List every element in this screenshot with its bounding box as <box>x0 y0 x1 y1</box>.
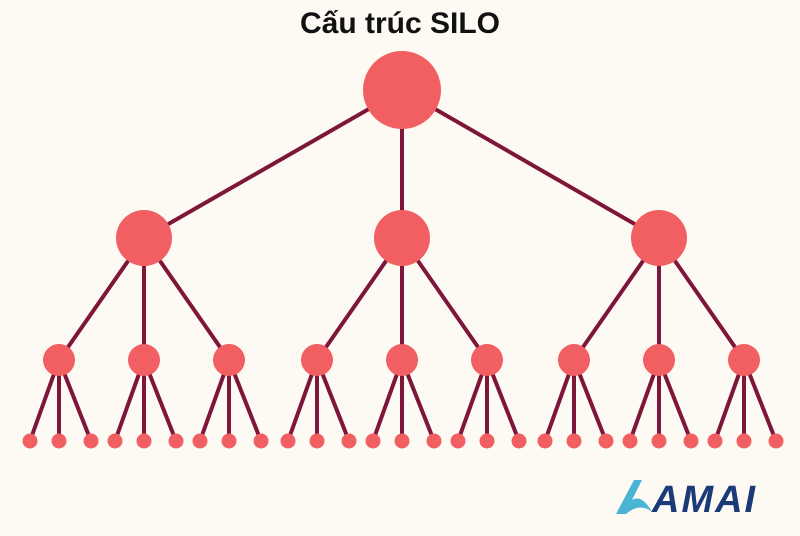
level-3-node <box>511 433 527 449</box>
logo-swoosh-icon <box>616 480 652 514</box>
level-3-node <box>426 433 442 449</box>
level-1-node <box>116 210 172 266</box>
level-2-node <box>643 344 675 376</box>
level-3-node <box>683 433 699 449</box>
level-3-node <box>192 433 208 449</box>
level-3-node <box>365 433 381 449</box>
level-3-node <box>136 433 152 449</box>
level-3-node <box>107 433 123 449</box>
level-3-node <box>566 433 582 449</box>
level-3-node <box>51 433 67 449</box>
level-2-node <box>386 344 418 376</box>
level-3-node <box>221 433 237 449</box>
level-2-node <box>213 344 245 376</box>
level-2-node <box>728 344 760 376</box>
root-node <box>363 51 441 129</box>
level-3-node <box>479 433 495 449</box>
level-3-node <box>309 433 325 449</box>
level-3-node <box>253 433 269 449</box>
level-3-node <box>768 433 784 449</box>
level-3-node <box>651 433 667 449</box>
amai-logo: AMAI <box>616 479 757 520</box>
level-2-node <box>471 344 503 376</box>
level-3-node <box>622 433 638 449</box>
level-3-node <box>83 433 99 449</box>
level-2-node <box>301 344 333 376</box>
level-3-node <box>280 433 296 449</box>
level-1-node <box>631 210 687 266</box>
level-3-node <box>394 433 410 449</box>
level-3-node <box>537 433 553 449</box>
level-3-node <box>450 433 466 449</box>
level-1-node <box>374 210 430 266</box>
level-3-node <box>168 433 184 449</box>
logo-text: AMAI <box>651 479 757 520</box>
level-2-node <box>43 344 75 376</box>
level-3-node <box>736 433 752 449</box>
diagram-title: Cấu trúc SILO <box>299 7 501 40</box>
level-2-node <box>128 344 160 376</box>
level-3-node <box>707 433 723 449</box>
level-3-node <box>22 433 38 449</box>
tree-edge <box>400 88 661 240</box>
level-3-node <box>341 433 357 449</box>
tree-edge <box>142 88 404 240</box>
level-3-node <box>598 433 614 449</box>
level-2-node <box>558 344 590 376</box>
